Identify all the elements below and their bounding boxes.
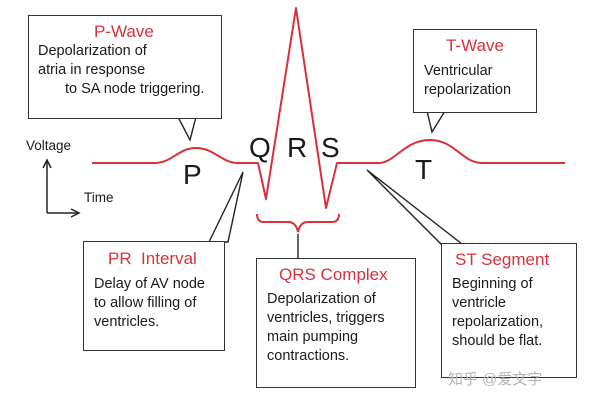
p-wave-title: P-Wave — [94, 22, 154, 41]
p-wave-box: P-Wave Depolarization of atria in respon… — [28, 15, 222, 119]
qrs-complex-box: QRS Complex Depolarization of ventricles… — [256, 258, 416, 388]
t-wave-description: Ventricular repolarization — [424, 62, 536, 100]
st-segment-desc-line: should be flat. — [452, 333, 543, 349]
p-wave-description: Depolarization of atria in response to S… — [38, 42, 221, 99]
q-label: Q — [249, 132, 271, 163]
p-label: P — [183, 159, 202, 190]
qrs-complex-description: Depolarization of ventricles, triggers m… — [267, 290, 415, 366]
pr-interval-desc-line: ventricles. — [94, 314, 160, 330]
qrs-complex-desc-line: main pumping — [267, 329, 359, 345]
time-axis-label: Time — [84, 190, 114, 205]
st-segment-desc-line: repolarization, — [452, 314, 544, 330]
p-wave-pointer — [176, 116, 197, 142]
t-wave-title: T-Wave — [446, 36, 504, 55]
r-label: R — [287, 132, 308, 163]
s-label: S — [321, 132, 340, 163]
p-wave-desc-line: atria in response — [38, 62, 146, 78]
axes — [42, 158, 81, 218]
t-wave-desc-line: Ventricular — [424, 63, 493, 79]
st-segment-description: Beginning of ventricle repolarization, s… — [452, 275, 576, 351]
ecg-trace — [92, 7, 565, 209]
st-segment-desc-line: ventricle — [452, 295, 506, 311]
t-label: T — [415, 154, 433, 185]
p-wave-desc-line: to SA node triggering. — [65, 81, 205, 97]
qrs-complex-desc-line: contractions. — [267, 348, 350, 364]
pr-interval-desc-line: Delay of AV node — [94, 276, 205, 292]
qrs-complex-desc-line: ventricles, triggers — [267, 310, 385, 326]
pr-interval-description: Delay of AV node to allow filling of ven… — [94, 275, 224, 332]
st-segment-box: ST Segment Beginning of ventricle repola… — [441, 243, 577, 378]
qrs-complex-title: QRS Complex — [279, 265, 388, 284]
pr-pointer — [207, 171, 244, 243]
voltage-axis-label: Voltage — [26, 138, 72, 153]
t-wave-desc-line: repolarization — [424, 82, 512, 98]
t-wave-box: T-Wave Ventricular repolarization — [413, 29, 537, 113]
time-arrowhead — [70, 208, 81, 218]
qrs-bracket — [256, 213, 340, 233]
t-wave-pointer — [426, 110, 447, 134]
pr-interval-box: PR Interval Delay of AV node to allow fi… — [83, 241, 225, 351]
qrs-complex-desc-line: Depolarization of — [267, 291, 376, 307]
voltage-arrowhead — [42, 158, 52, 169]
watermark: 知乎 @爱文字 — [448, 371, 543, 388]
st-segment-title: ST Segment — [455, 250, 550, 269]
st-segment-desc-line: Beginning of — [452, 276, 533, 292]
pr-interval-title: PR Interval — [108, 249, 197, 268]
pr-interval-desc-line: to allow filling of — [94, 295, 197, 311]
p-wave-desc-line: Depolarization of — [38, 43, 147, 59]
